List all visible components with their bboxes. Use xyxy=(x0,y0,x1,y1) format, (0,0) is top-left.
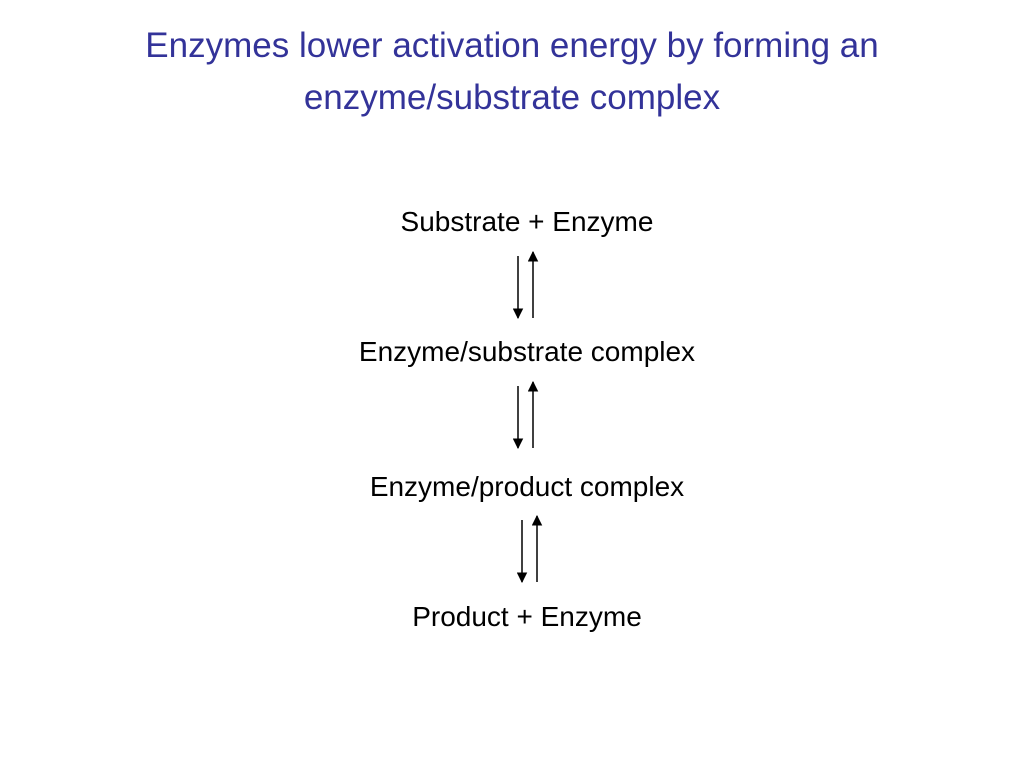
step-enzyme-substrate-complex: Enzyme/substrate complex xyxy=(358,336,696,367)
slide-title: Enzymes lower activation energy by formi… xyxy=(0,20,1024,124)
step-substrate-enzyme: Substrate + Enzyme xyxy=(400,206,654,237)
equilibrium-arrows-icon xyxy=(512,380,539,450)
step-enzyme-product-complex: Enzyme/product complex xyxy=(369,471,685,502)
equilibrium-arrows-icon xyxy=(512,250,539,320)
step-product-enzyme: Product + Enzyme xyxy=(412,601,642,632)
equilibrium-arrows-icon xyxy=(516,514,543,584)
slide-title-line-1: Enzymes lower activation energy by formi… xyxy=(145,26,879,65)
slide-title-line-2: enzyme/substrate complex xyxy=(303,78,721,117)
